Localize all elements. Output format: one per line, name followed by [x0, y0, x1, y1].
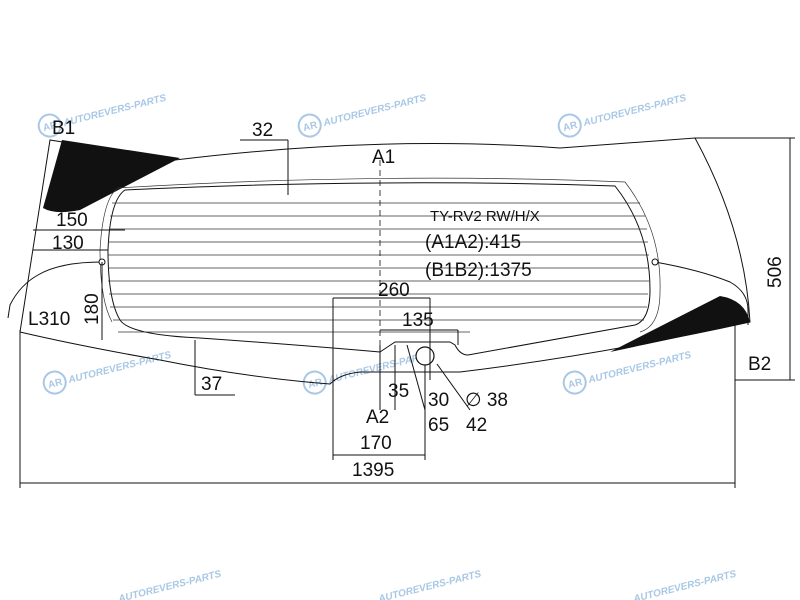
dim-150: 150 [56, 210, 88, 231]
dim-180: 180 [82, 293, 103, 325]
watermark-text: AUTOREVERS-PARTS [116, 569, 222, 600]
label-a1: A1 [372, 147, 395, 168]
blackout-left [43, 140, 180, 213]
watermark-text: AUTOREVERS-PARTS [61, 93, 167, 130]
b1b2-value: (B1B2):1375 [425, 260, 532, 281]
dimension-lines [19, 137, 795, 488]
watermark-logo-icon [562, 370, 587, 395]
watermark-text: AUTOREVERS-PARTS [321, 93, 427, 130]
watermark-text: AUTOREVERS-PARTS [631, 569, 737, 600]
watermark-logo-icon [42, 370, 67, 395]
watermark-text: AUTOREVERS-PARTS [376, 569, 482, 600]
right-wire [654, 261, 749, 325]
dim-37: 37 [201, 374, 222, 395]
heating-lines [108, 202, 649, 333]
dim-260: 260 [378, 280, 410, 301]
part-code: TY-RV2 RW/H/X [430, 208, 540, 225]
dim-170: 170 [360, 433, 392, 454]
right-connector [651, 258, 659, 266]
watermark-logo-text: AR [47, 377, 64, 391]
dim-l310: L310 [28, 309, 70, 330]
glass-outline [19, 137, 751, 385]
dim-38: ∅ 38 [465, 390, 508, 411]
a1a2-value: (A1A2):415 [425, 232, 521, 253]
dim-506: 506 [765, 256, 786, 288]
dim-32: 32 [252, 120, 273, 141]
dim-65: 65 [428, 415, 449, 436]
watermark-logo-icon [302, 370, 327, 395]
watermark-text: AUTOREVERS-PARTS [581, 93, 687, 130]
wiper-hole [415, 346, 435, 366]
watermark-logo-text: AR [562, 120, 579, 134]
label-b1: B1 [52, 118, 75, 139]
watermark-logo-text: AR [302, 120, 319, 134]
dim-1395: 1395 [352, 460, 394, 481]
watermark-logo-text: AR [567, 377, 584, 391]
watermark-text: AUTOREVERS-PARTS [66, 350, 172, 387]
label-a2: A2 [366, 407, 389, 428]
watermark-logo-icon [297, 113, 322, 138]
dim-30: 30 [428, 390, 449, 411]
blackout-right [610, 296, 750, 352]
watermark-logo-text: AR [307, 377, 324, 391]
watermark-logo-text: AR [42, 120, 59, 134]
dim-130: 130 [52, 233, 84, 254]
watermark-logo-icon [557, 113, 582, 138]
left-wire [7, 261, 103, 319]
dim-35: 35 [388, 381, 409, 402]
dim-135: 135 [402, 310, 434, 331]
watermark-logo-icon [37, 113, 62, 138]
heating-area-outline [107, 182, 651, 356]
watermark-text: AUTOREVERS-PARTS [586, 350, 692, 387]
label-b2: B2 [748, 354, 771, 375]
dim-42: 42 [466, 415, 487, 436]
